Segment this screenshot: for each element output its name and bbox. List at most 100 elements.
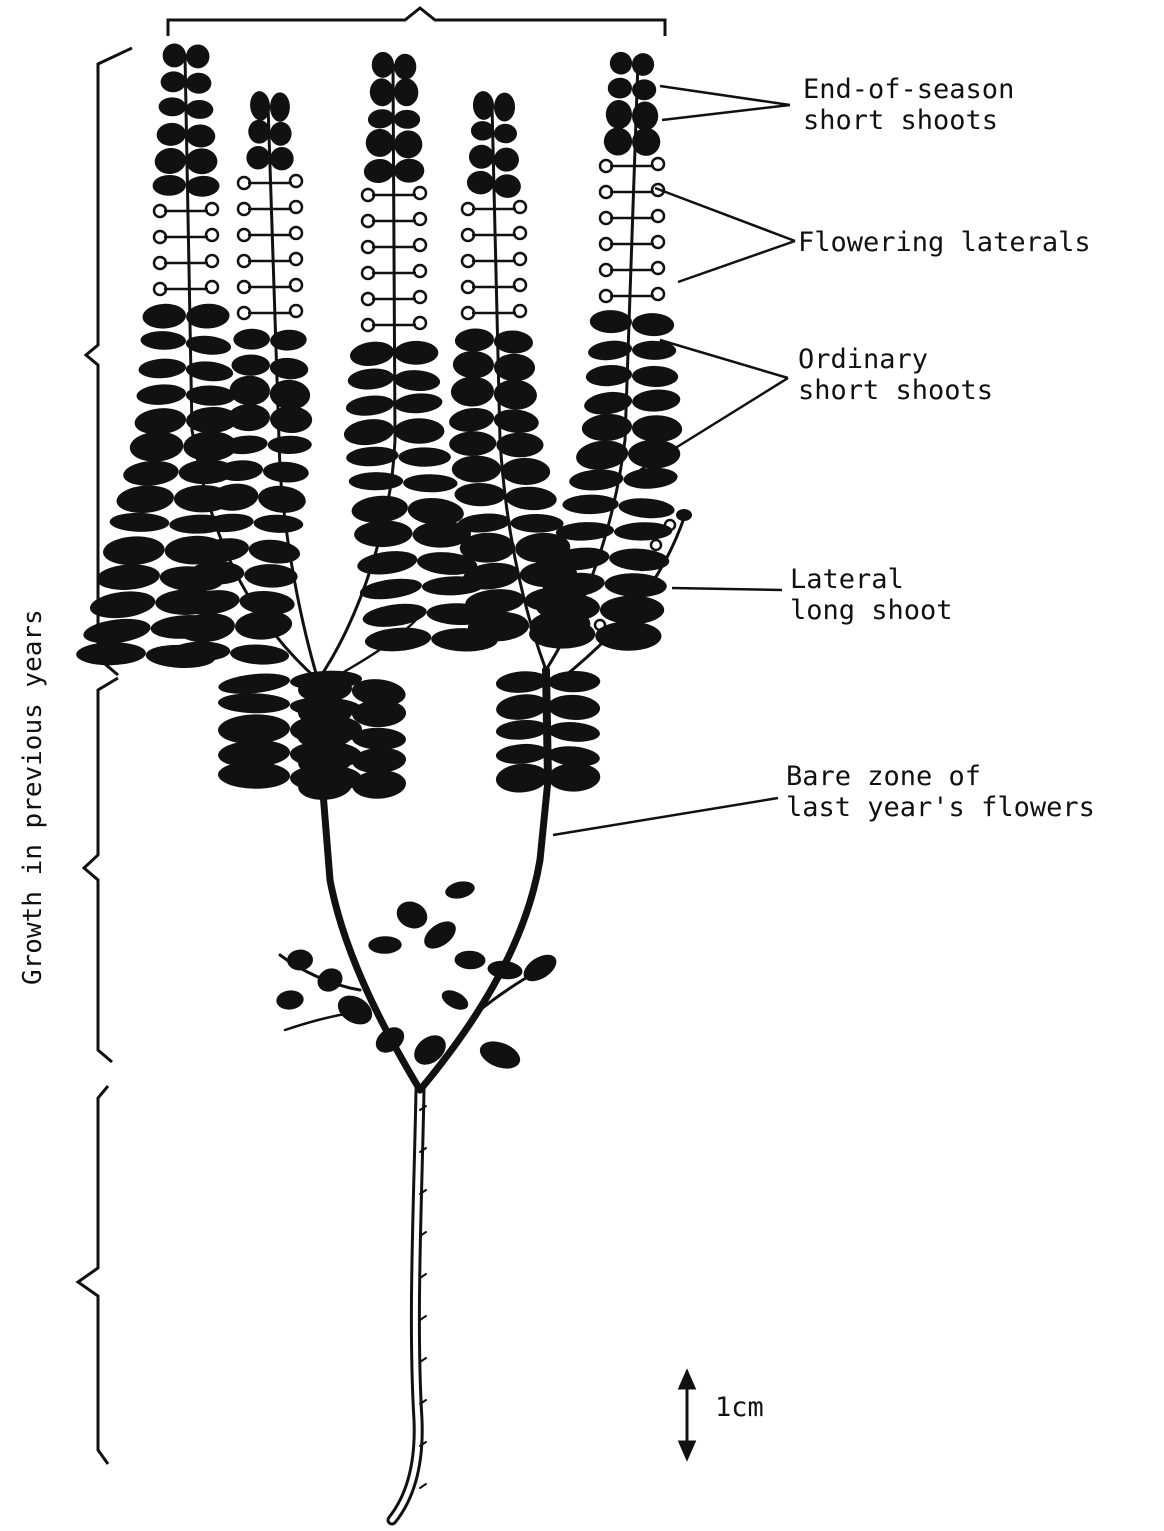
shoot-4-leaf-183-right — [493, 173, 522, 199]
shoot-3-flower-325-flower-r — [414, 317, 426, 329]
shoot-5-leaf-634-left — [529, 619, 595, 648]
shoot-1-leaf-185-left — [152, 175, 186, 197]
leader-eos-1 — [660, 86, 790, 105]
shoot-5-flower-218-flower-r — [652, 210, 664, 222]
shoot-3-leaf-507-left — [351, 494, 409, 525]
shoot-3-flower-195-flower-r — [414, 187, 426, 199]
left-bracket-2 — [84, 678, 118, 1062]
shoot-3-leaf-611-left — [361, 600, 428, 630]
label-ordinary-short-shoots: Ordinary short shoots — [798, 344, 993, 406]
shoot-5-leaf-140-right — [632, 128, 661, 156]
shoot-5-leaf-426-right — [632, 415, 683, 443]
shoot-5-flower-244-flower-r — [652, 236, 664, 248]
shoot-3-leaf-455-right — [398, 447, 450, 466]
label-bare-zone: Bare zone of last year's flowers — [786, 761, 1095, 823]
basal-leaf-0 — [444, 879, 477, 901]
shoot-3-flower-299-flower-r — [414, 291, 426, 303]
basal-leaf-9 — [275, 989, 304, 1011]
shoot-4-leaf-495-right — [505, 485, 557, 511]
shoot-1-leaf-393-left — [136, 383, 187, 407]
shoot-3-leaf-403-right — [393, 392, 443, 415]
shoot-4-flower-209-flower-r — [514, 201, 526, 213]
shoot-3-leaf-65-right — [394, 53, 417, 80]
shoot-2-leaf-651-left — [171, 641, 230, 662]
basal-leaf-5 — [486, 959, 523, 981]
shoot-4-leaf-339-left — [454, 328, 494, 353]
shoot-2-leaf-469-right — [262, 461, 309, 484]
basal-leaf-6 — [519, 949, 561, 986]
shoot-3-leaf-377-right — [393, 369, 441, 393]
leaf-clusters — [76, 43, 692, 1074]
scale-label: 1cm — [715, 1392, 764, 1423]
right-trunk-leaf-776-right — [548, 762, 601, 792]
left-trunk-leaf-680-left — [217, 671, 291, 697]
shoot-4-leaf-391-left — [450, 376, 494, 407]
shoot-5-leaf-608-right — [600, 595, 664, 624]
basal-leaf-13 — [408, 1029, 451, 1071]
label-lateral-long-shoot: Lateral long shoot — [790, 564, 953, 626]
right-trunk-leaf-776-left — [495, 762, 549, 795]
basal-leaf-8 — [313, 964, 347, 997]
shoot-1-leaf-55-left — [162, 43, 186, 68]
shoot-3-leaf-117-right — [394, 110, 421, 130]
shoot-1-flower-263-flower-r — [206, 255, 218, 267]
shoot-4-flower-235-flower-r — [514, 227, 526, 239]
label-end-of-season: End-of-season short shoots — [803, 74, 1014, 136]
shoot-2-flower-261-flower-r — [290, 253, 302, 265]
lateral-long-tip — [676, 509, 692, 521]
shoot-5-leaf-530-right — [614, 522, 673, 542]
shoot-2-leaf-417-right — [270, 406, 313, 434]
shoot-3-leaf-143-left — [366, 129, 394, 157]
leader-fl-2 — [678, 241, 795, 282]
leader-os-1 — [660, 340, 788, 378]
shoot-3-leaf-65-left — [372, 52, 395, 78]
shoot-5-flower-166-flower-r — [652, 158, 664, 170]
shoot-5-leaf-400-right — [631, 388, 680, 413]
shoot-1-leaf-341-left — [140, 331, 186, 351]
top-bracket — [168, 8, 665, 36]
shoot-1-leaf-523-left — [109, 512, 169, 532]
shoot-1-leaf-185-right — [186, 175, 220, 197]
shoot-2-leaf-651-right — [230, 643, 290, 666]
shoot-4-leaf-183-left — [467, 170, 495, 194]
shoot-2-leaf-443-right — [268, 436, 312, 455]
shoot-3-flower-273-flower-r — [414, 265, 426, 277]
shoot-1-leaf-81-right — [186, 73, 212, 94]
lateral-long-flower-1 — [651, 540, 661, 550]
right-trunk-leaf-680-left — [495, 669, 549, 694]
shoot-2-leaf-105-right — [270, 92, 290, 122]
left-trunk-leaf-704-left — [218, 693, 290, 714]
shoot-3-leaf-455-left — [346, 445, 399, 467]
shoot-2-flower-183-flower-r — [290, 175, 302, 187]
basal-leaf-3 — [368, 936, 402, 954]
shoot-4-leaf-157-left — [469, 145, 495, 169]
right-trunk-leaf-752-left — [495, 742, 549, 765]
shoot-5-flower-270-flower-r — [652, 262, 664, 274]
shoot-4-flower-287-flower-r — [514, 279, 526, 291]
shoot-5-leaf-504-left — [562, 494, 618, 514]
right-trunk-leaf-704-left — [495, 692, 550, 723]
basal-leaf-11 — [439, 986, 472, 1013]
shoot-3-leaf-429-right — [394, 418, 444, 444]
shoot-4-leaf-521-right — [510, 514, 563, 533]
shoot-2-flower-287-flower-r — [290, 279, 302, 291]
shoot-4-leaf-417-left — [448, 405, 496, 434]
shoot-1-leaf-133-right — [185, 124, 216, 149]
shoot-3-leaf-351-right — [394, 341, 439, 365]
shoot-1-leaf-159-right — [186, 148, 218, 174]
shoot-4-leaf-131-left — [471, 121, 494, 141]
shoot-4-leaf-157-right — [493, 147, 519, 172]
shoot-1-leaf-471-left — [122, 459, 179, 488]
right-trunk-leaf-728-left — [495, 718, 548, 741]
shoot-3-leaf-377-left — [347, 367, 395, 392]
shoot-4-leaf-443-right — [496, 433, 543, 458]
shoot-4-flower-313-flower-r — [514, 305, 526, 317]
basal-leaf-12 — [476, 1036, 524, 1073]
left-trunk-leaf-r-776-right — [351, 769, 406, 800]
shoot-3-leaf-169-left — [362, 157, 395, 185]
right-trunk-leaf-728-right — [547, 720, 601, 743]
shoot-3-leaf-117-left — [367, 108, 396, 130]
shoot-1-leaf-653-left — [76, 642, 146, 666]
shoot-4-leaf-365-left — [453, 350, 495, 378]
shoot-3-leaf-91-left — [368, 77, 395, 107]
